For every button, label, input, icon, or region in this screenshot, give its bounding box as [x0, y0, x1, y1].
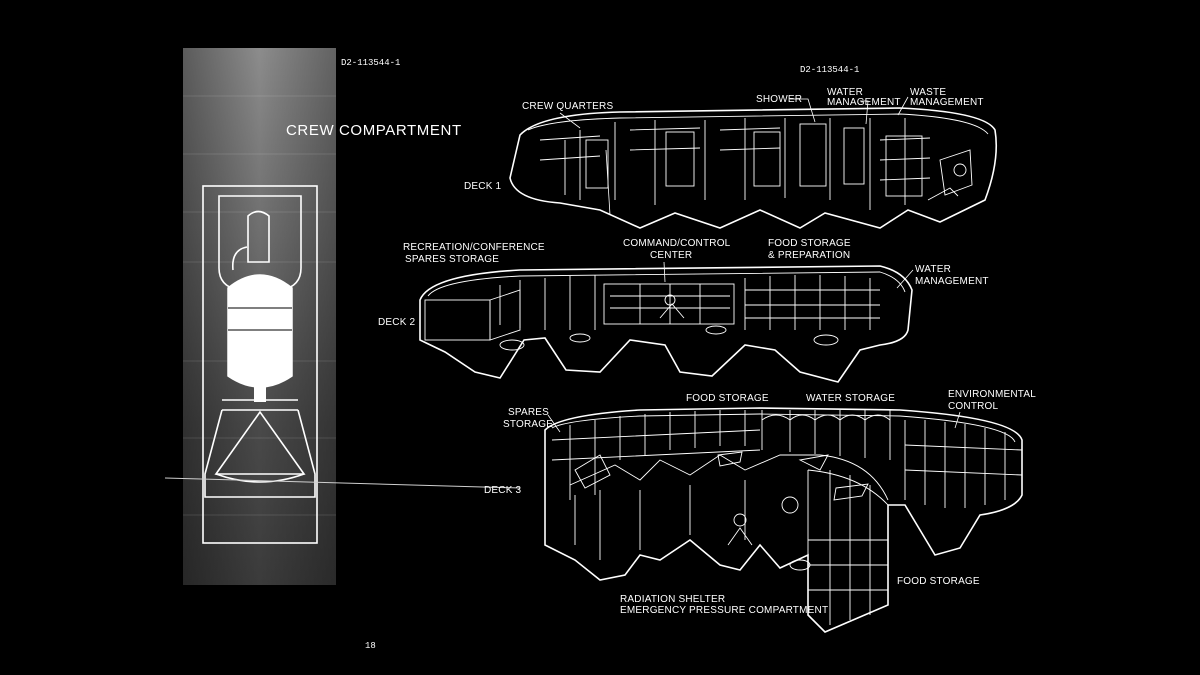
food-prep-label-1: FOOD STORAGE — [768, 238, 851, 249]
water-management-deck1-label-1: WATER — [827, 87, 863, 98]
deck2-inner-rim — [427, 271, 906, 297]
left-panel: D2-113544-1 CREW COMPARTMENT 18 — [164, 48, 521, 651]
food-storage-bottom-label: FOOD STORAGE — [897, 576, 980, 587]
water-management-deck2-label-1: WATER — [915, 264, 951, 275]
engine-nozzle-rim — [215, 473, 305, 483]
deck3-leaders — [547, 411, 961, 433]
deck1-partitions — [539, 118, 973, 210]
deck3-leader — [164, 477, 521, 489]
doc-id-left: D2-113544-1 — [341, 58, 400, 68]
deck-3-drawing: DECK 3 SPARES STORAGE FOOD STORAGE WATER… — [484, 389, 1036, 633]
food-prep-label-2: & PREPARATION — [768, 250, 850, 261]
deck2-hull — [419, 265, 913, 383]
engine-cone — [214, 410, 306, 475]
waste-management-label-2: MANAGEMENT — [910, 97, 984, 108]
deck2-partitions — [424, 275, 880, 351]
deck1-hull — [509, 107, 998, 229]
crew-compartment-title: CREW COMPARTMENT — [286, 122, 462, 139]
water-management-deck1-label-2: MANAGEMENT — [827, 97, 901, 108]
radiation-shelter-label-1: RADIATION SHELTER — [620, 594, 725, 605]
vehicle-frame — [202, 185, 318, 544]
radiation-shelter-label-2: EMERGENCY PRESSURE COMPARTMENT — [620, 605, 828, 616]
deck1-inner-rim — [527, 113, 989, 135]
crew-compartment-module — [227, 274, 293, 388]
command-control-label-1: COMMAND/CONTROL — [623, 238, 731, 249]
environmental-control-label-2: CONTROL — [948, 401, 999, 412]
page-number: 18 — [365, 641, 376, 651]
deck3-partitions — [551, 410, 1023, 625]
command-capsule — [247, 210, 270, 263]
deck-1-drawing: DECK 1 CREW QUARTERS SHOWER WATER MANAGE… — [464, 87, 998, 229]
deck-2-drawing: DECK 2 RECREATION/CONFERENCE SPARES STOR… — [378, 238, 989, 383]
spares-storage-label-2: STORAGE — [503, 419, 553, 430]
waste-management-label-1: WASTE — [910, 87, 946, 98]
deck2-leaders — [663, 261, 914, 289]
shower-label: SHOWER — [756, 94, 802, 105]
water-management-deck2-label-2: MANAGEMENT — [915, 276, 989, 287]
command-control-label-2: CENTER — [650, 250, 692, 261]
deck1-leaders — [559, 96, 909, 216]
spares-storage-label-1: SPARES — [508, 407, 549, 418]
connecting-tunnel — [254, 378, 266, 402]
deck3-inner-rim — [551, 413, 1016, 443]
deck1-label: DECK 1 — [464, 181, 502, 192]
environmental-control-label-1: ENVIRONMENTAL — [948, 389, 1036, 400]
capsule-arm — [231, 246, 248, 271]
deck3-hull — [544, 407, 1023, 633]
engine-skirt — [204, 409, 316, 498]
deck2-label: DECK 2 — [378, 317, 416, 328]
recreation-label-2: SPARES STORAGE — [405, 254, 499, 265]
food-storage-top-label: FOOD STORAGE — [686, 393, 769, 404]
water-storage-label: WATER STORAGE — [806, 393, 895, 404]
recreation-label-1: RECREATION/CONFERENCE — [403, 242, 545, 253]
doc-id-right: D2-113544-1 — [800, 65, 859, 75]
vehicle-outline — [164, 185, 521, 544]
deck3-label: DECK 3 — [484, 485, 522, 496]
crew-quarters-label: CREW QUARTERS — [522, 101, 613, 112]
